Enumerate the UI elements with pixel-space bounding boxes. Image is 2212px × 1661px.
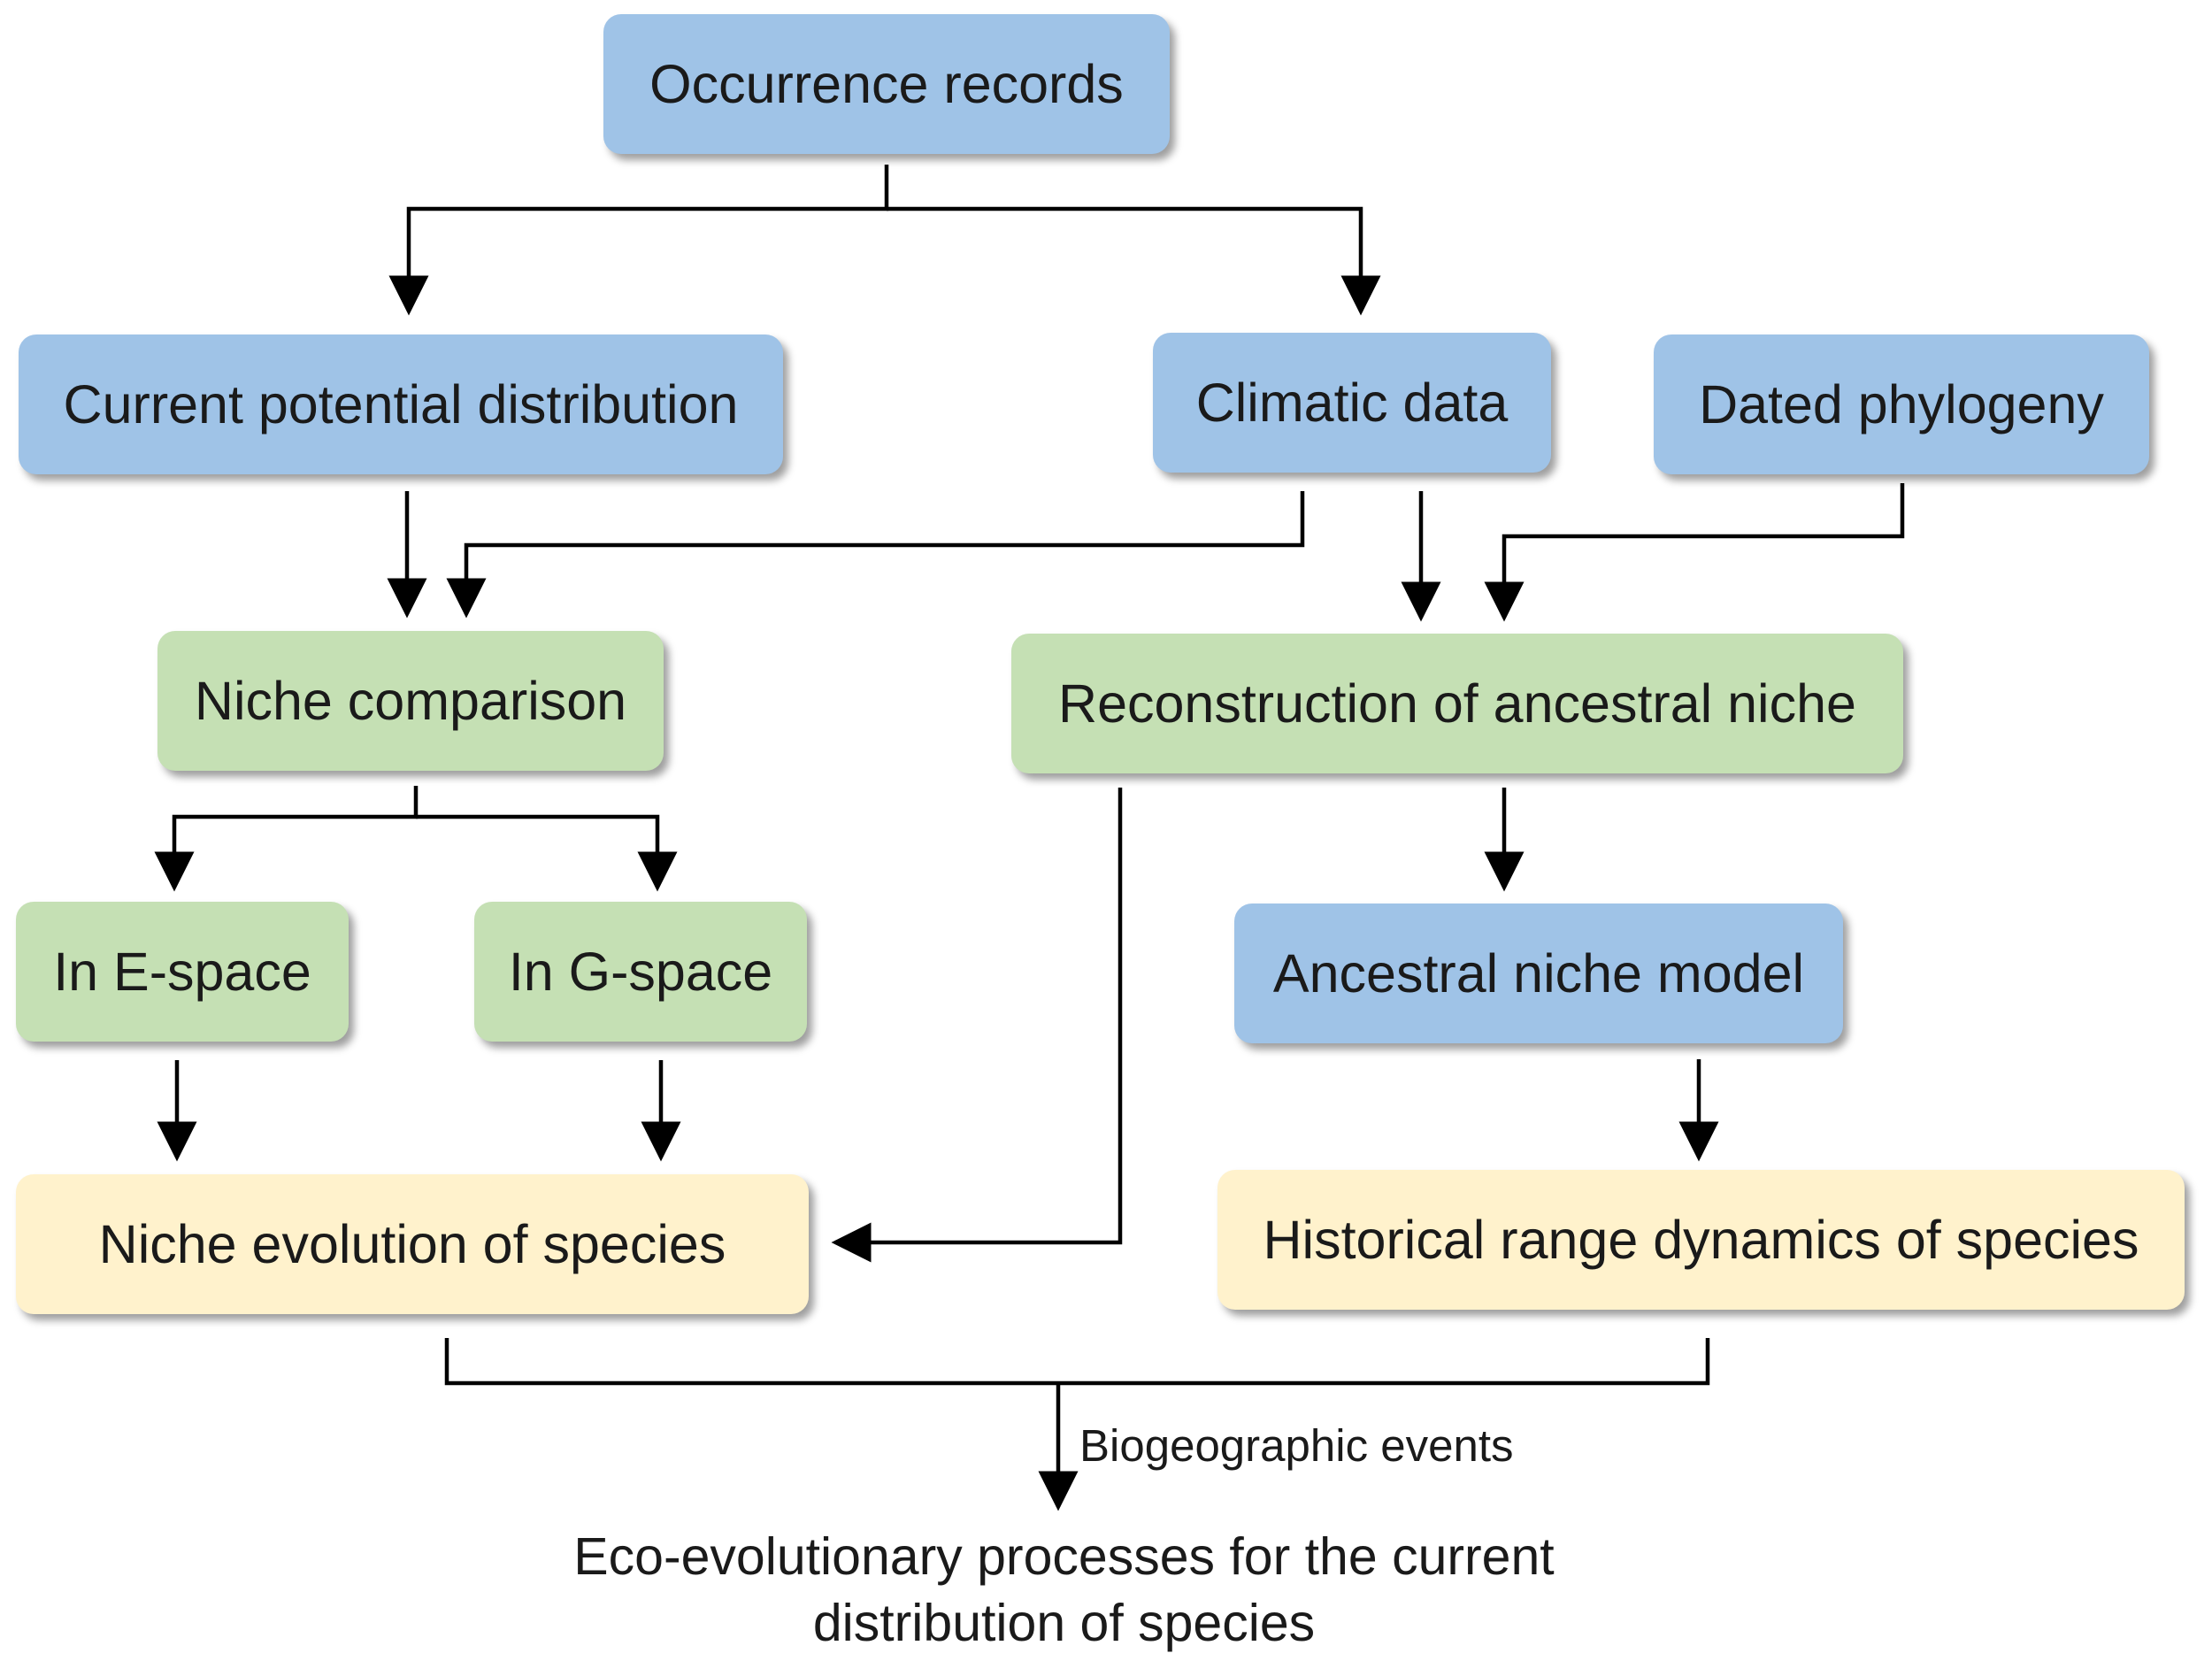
node-label: Climatic data — [1195, 373, 1509, 433]
node-ancestral-niche-model: Ancestral niche model — [1234, 904, 1843, 1043]
outcome-line-1: Eco-evolutionary processes for the curre… — [573, 1527, 1555, 1586]
node-label: Dated phylogeny — [1699, 374, 2104, 434]
connector-phylogeny-to-reconstruction — [1484, 483, 1905, 622]
connector-occurrence-to-climatic — [887, 206, 1381, 316]
node-label: Ancestral niche model — [1272, 943, 1805, 1004]
node-dated-phylogeny: Dated phylogeny — [1654, 335, 2149, 474]
connector-outcome-bracket — [444, 1338, 1710, 1386]
node-reconstruction-ancestral-niche: Reconstruction of ancestral niche — [1011, 634, 1903, 773]
outcome-line-2: distribution of species — [812, 1594, 1316, 1652]
node-label: Occurrence records — [649, 54, 1124, 114]
node-label: Reconstruction of ancestral niche — [1058, 673, 1856, 734]
node-historical-range-dynamics: Historical range dynamics of species — [1217, 1170, 2185, 1310]
connector-climatic-to-niche-comparison — [446, 491, 1305, 619]
node-in-g-space: In G-space — [474, 902, 807, 1042]
edge-label-biogeographic-events: Biogeographic events — [1079, 1420, 1514, 1471]
node-niche-evolution: Niche evolution of species — [16, 1174, 809, 1314]
outcome-caption: Eco-evolutionary processes for the curre… — [442, 1524, 1686, 1657]
node-niche-comparison: Niche comparison — [157, 631, 664, 771]
node-label: Niche comparison — [194, 671, 627, 731]
node-in-e-space: In E-space — [16, 902, 349, 1042]
node-occurrence-records: Occurrence records — [603, 14, 1170, 154]
node-climatic-data: Climatic data — [1153, 333, 1551, 473]
node-label: Current potential distribution — [63, 374, 739, 434]
node-label: In E-space — [53, 942, 311, 1002]
connector-niche-comparison-to-e-space — [154, 786, 419, 892]
connector-niche-comparison-to-g-space — [416, 814, 678, 892]
connector-occurrence-to-distribution — [388, 165, 889, 316]
node-current-potential-distribution: Current potential distribution — [19, 335, 783, 474]
node-label: Niche evolution of species — [98, 1214, 726, 1274]
connector-reconstruction-to-niche-evolution — [831, 788, 1123, 1263]
node-label: In G-space — [508, 942, 773, 1002]
node-label: Historical range dynamics of species — [1263, 1210, 2139, 1270]
